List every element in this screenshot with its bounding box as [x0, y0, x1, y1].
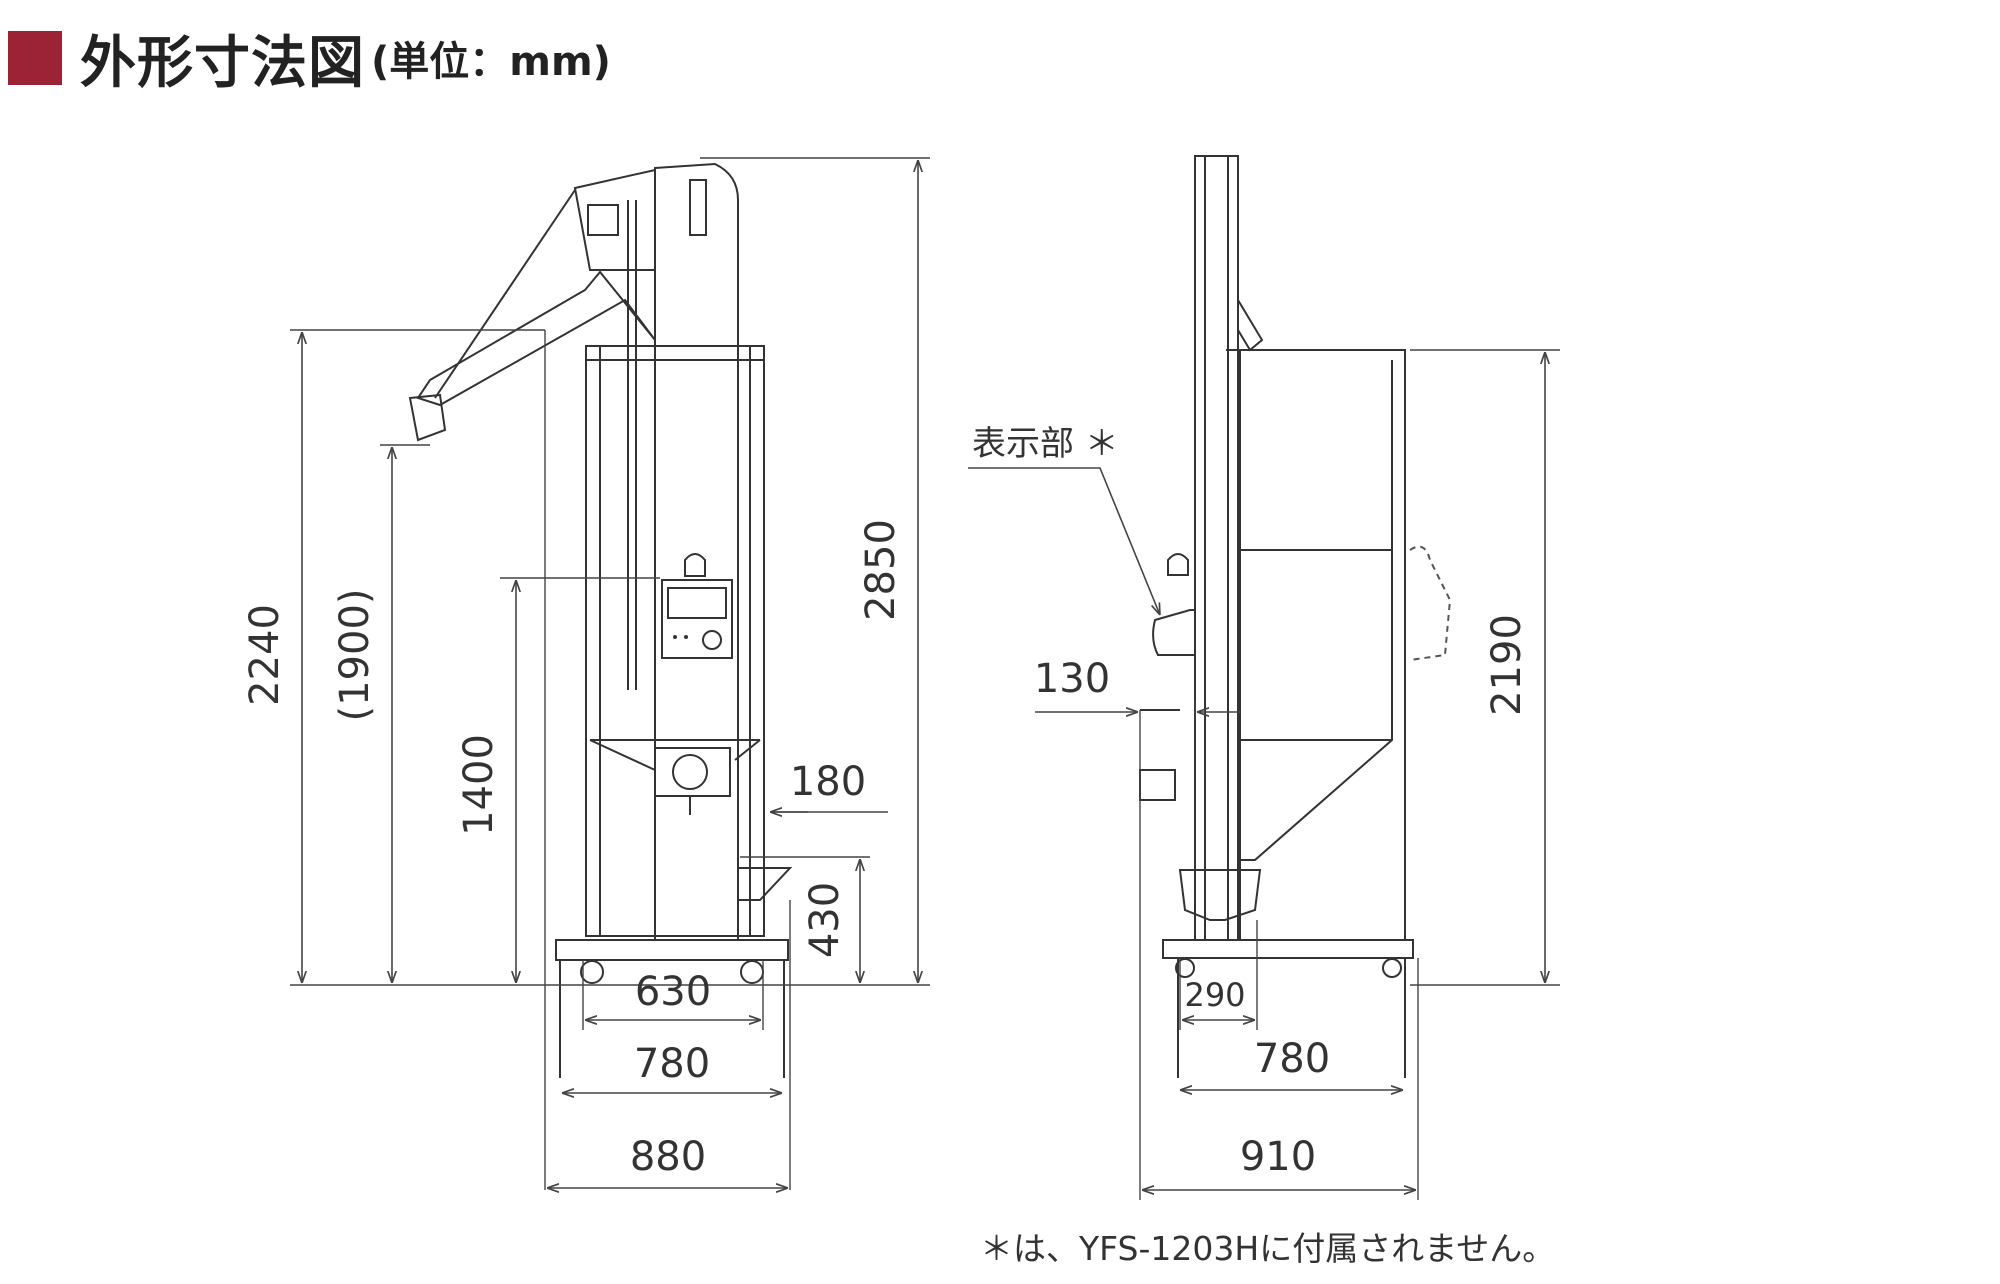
side-hopper-funnel [1240, 360, 1393, 861]
side-base [1162, 939, 1414, 959]
dim-1900: (1900) [332, 588, 378, 721]
page-title: 外形寸法図 [80, 30, 365, 96]
front-dial-icon [702, 630, 722, 650]
dim-910: 910 [1240, 1134, 1316, 1180]
footnote: ＊は、YFS-1203Hに付属されません。 [980, 1229, 1555, 1268]
front-hopper-frame [585, 345, 765, 937]
dim-780-front: 780 [634, 1041, 710, 1087]
front-caster-right-icon [740, 960, 764, 984]
front-base [555, 939, 789, 961]
dim-2190: 2190 [1484, 614, 1530, 716]
display-callout: 表示部 ＊ [972, 424, 1119, 464]
front-elevator-column [654, 162, 739, 941]
dim-180: 180 [790, 759, 866, 805]
side-elevator-column [1194, 155, 1239, 941]
dim-430: 430 [802, 882, 848, 958]
dim-880: 880 [630, 1134, 706, 1180]
dim-130: 130 [1034, 656, 1110, 702]
front-elevator-head [573, 168, 656, 271]
heading: 外形寸法図 (単位：mm) [8, 18, 611, 98]
heading-square-icon [8, 31, 62, 85]
side-dimension-labels: 表示部 ＊ 2190 130 290 780 910 [972, 424, 1530, 1180]
unit-label: (単位：mm) [371, 39, 611, 85]
front-view [290, 157, 930, 1190]
dim-630: 630 [635, 969, 711, 1015]
front-chute-support [434, 189, 576, 399]
front-top-inlet [689, 179, 707, 236]
side-bottom-outlet [1178, 869, 1262, 921]
front-outlet-chute [737, 867, 793, 901]
front-control-panel [661, 579, 733, 659]
dim-1400: 1400 [456, 734, 502, 836]
dim-2240: 2240 [242, 604, 288, 706]
side-display-unit [1152, 609, 1196, 656]
callout-leader [968, 467, 1160, 615]
front-motor-box [654, 747, 731, 797]
dim-780-side: 780 [1254, 1036, 1330, 1082]
side-caster-right-icon [1382, 958, 1402, 978]
front-discharge-chute [416, 270, 656, 407]
side-optional-motor [1409, 545, 1452, 661]
dim-2850: 2850 [858, 519, 904, 621]
side-view [968, 155, 1560, 1200]
front-caster-left-icon [580, 960, 604, 984]
front-dimension-labels: 2850 2240 (1900) 1400 430 180 630 780 88… [242, 519, 904, 1180]
dim-290: 290 [1184, 976, 1245, 1014]
